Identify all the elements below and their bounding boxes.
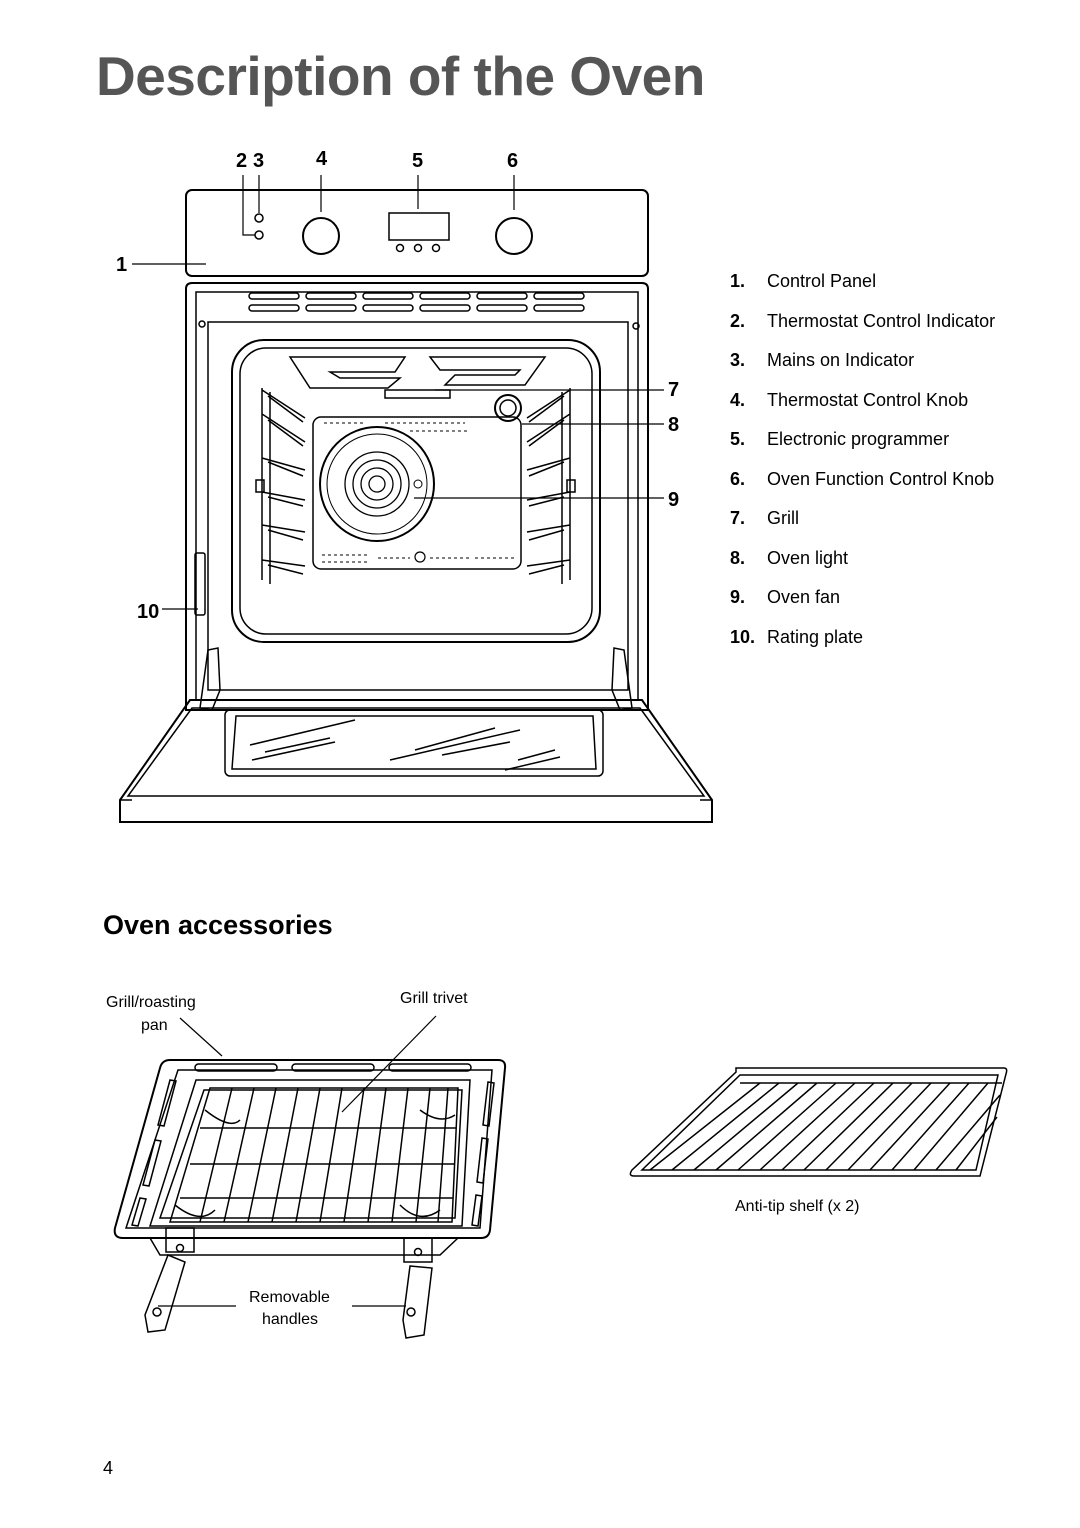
callout-6: 6	[507, 150, 518, 172]
page-title: Description of the Oven	[96, 45, 705, 107]
legend-number: 8.	[730, 547, 746, 568]
legend-number: 6.	[730, 468, 746, 489]
callout-4: 4	[316, 148, 328, 170]
legend-number: 3.	[730, 350, 746, 370]
function-knob	[495, 217, 533, 255]
shelf-label: Anti-tip shelf (x 2)	[735, 1198, 859, 1215]
legend-label: Rating plate	[767, 626, 864, 647]
legend-number: 10.	[730, 626, 756, 647]
callout-8: 8	[668, 414, 679, 436]
legend-label: Oven Function Control Knob	[767, 468, 995, 489]
mains-indicator	[254, 213, 264, 223]
handles-label-line1: Removable	[249, 1289, 330, 1306]
legend-label: Mains on Indicator	[767, 350, 915, 370]
legend-item: 10. Rating plate	[730, 625, 995, 665]
pan-label-line1: Grill/roasting	[106, 994, 196, 1011]
legend-number: 5.	[730, 429, 746, 449]
grill-trivet	[168, 1087, 459, 1223]
grill-element	[288, 356, 547, 389]
roasting-pan	[113, 1059, 507, 1239]
legend-number: 2.	[730, 310, 746, 331]
legend-item: 1. Control Panel	[730, 269, 995, 309]
legend-item: 8. Oven light	[730, 546, 995, 586]
legend-number: 1.	[730, 271, 746, 291]
programmer-display	[388, 212, 450, 241]
legend-label: Control Panel	[767, 271, 877, 291]
page-number: 4	[103, 1458, 114, 1478]
legend-number: 4.	[730, 389, 746, 410]
oven-cavity	[231, 339, 601, 643]
parts-legend: 1. Control Panel 2. Thermostat Control Ind…	[730, 269, 995, 664]
trivet-label: Grill trivet	[400, 990, 468, 1007]
pan-label-line2: pan	[141, 1017, 168, 1034]
oven-fan-guard	[319, 426, 435, 542]
handles-label-line2: handles	[262, 1311, 318, 1328]
legend-label: Electronic programmer	[767, 429, 950, 449]
legend-item: 7. Grill	[730, 506, 995, 546]
legend-item: 5. Electronic programmer	[730, 427, 995, 467]
legend-label: Thermostat Control Indicator	[767, 310, 996, 331]
callout-3: 3	[253, 150, 264, 172]
thermostat-knob	[302, 217, 340, 255]
fan-panel	[312, 416, 522, 570]
callout-5: 5	[412, 150, 423, 172]
legend-label: Oven light	[767, 547, 849, 568]
callout-10: 10	[137, 601, 159, 623]
removable-handles	[144, 1227, 433, 1339]
callout-1: 1	[116, 254, 127, 276]
anti-tip-shelf	[629, 1067, 1008, 1177]
callout-2: 2	[236, 150, 247, 172]
rating-plate	[194, 552, 206, 616]
legend-number: 7.	[730, 508, 746, 528]
accessories-heading: Oven accessories	[103, 910, 333, 940]
legend-item: 2. Thermostat Control Indicator	[730, 309, 995, 349]
legend-item: 9. Oven fan	[730, 585, 995, 625]
legend-item: 6. Oven Function Control Knob	[730, 467, 995, 507]
legend-label: Grill	[767, 508, 799, 528]
legend-label: Thermostat Control Knob	[767, 389, 969, 410]
legend-item: 4. Thermostat Control Knob	[730, 388, 995, 428]
oven-light	[494, 394, 522, 422]
control-panel	[185, 189, 649, 277]
legend-item: 3. Mains on Indicator	[730, 348, 995, 388]
legend-number: 9.	[730, 587, 746, 607]
callout-9: 9	[668, 489, 679, 511]
legend-label: Oven fan	[767, 587, 841, 607]
callout-7: 7	[668, 379, 679, 401]
